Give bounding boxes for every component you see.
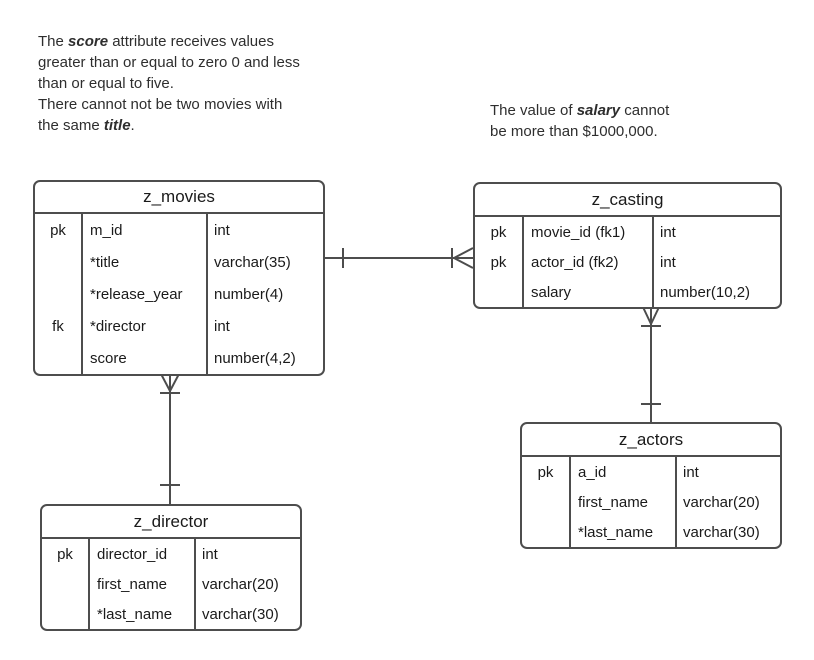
note-text: than or equal to five. bbox=[38, 75, 174, 92]
key-cell bbox=[475, 277, 522, 307]
note-text: attribute receives values bbox=[108, 33, 274, 50]
table-title: z_director bbox=[42, 506, 300, 539]
attribute-cell: director_id bbox=[88, 539, 194, 569]
key-cell bbox=[522, 487, 569, 517]
attribute-cell: actor_id (fk2) bbox=[522, 247, 652, 277]
type-cell: number(4) bbox=[206, 278, 323, 310]
key-cell bbox=[42, 599, 88, 629]
type-cell: int bbox=[652, 217, 780, 247]
attribute-cell: *title bbox=[81, 246, 206, 278]
key-cell bbox=[42, 569, 88, 599]
type-cell: varchar(20) bbox=[194, 569, 300, 599]
note-line: The score attribute receives values bbox=[38, 31, 300, 52]
table-row: pk actor_id (fk2)int bbox=[475, 247, 780, 277]
key-cell: pk bbox=[490, 223, 507, 241]
attribute-cell: a_id bbox=[569, 457, 675, 487]
note-emphasized-text: title bbox=[103, 117, 131, 134]
table-title: z_movies bbox=[35, 182, 323, 214]
note-text: be more than $1000,000. bbox=[490, 123, 658, 140]
note-score-title-constraint[interactable]: The score attribute receives values great… bbox=[38, 31, 300, 136]
note-line: the same title. bbox=[38, 115, 300, 136]
attribute-cell: salary bbox=[522, 277, 652, 307]
key-cell: fk bbox=[52, 317, 64, 335]
attribute-cell: movie_id (fk1) bbox=[522, 217, 652, 247]
type-cell: varchar(30) bbox=[675, 517, 780, 547]
key-cell: pk bbox=[537, 463, 554, 481]
key-cell bbox=[522, 517, 569, 547]
type-cell: int bbox=[194, 539, 300, 569]
note-line: be more than $1000,000. bbox=[490, 121, 669, 142]
note-text: There cannot not be two movies with bbox=[38, 96, 283, 113]
attribute-cell: first_name bbox=[88, 569, 194, 599]
attribute-cell: *last_name bbox=[569, 517, 675, 547]
type-cell: int bbox=[675, 457, 780, 487]
table-title: z_casting bbox=[475, 184, 780, 217]
note-text: cannot bbox=[620, 102, 670, 119]
note-emphasized-text: score bbox=[68, 33, 109, 50]
attribute-cell: *director bbox=[81, 310, 206, 342]
key-cell: pk bbox=[57, 545, 73, 563]
key-cell: pk bbox=[490, 253, 507, 271]
type-cell: int bbox=[652, 247, 780, 277]
connector-actors-casting[interactable] bbox=[641, 304, 661, 422]
attribute-cell: score bbox=[81, 342, 206, 374]
attribute-cell: first_name bbox=[569, 487, 675, 517]
note-salary-constraint[interactable]: The value of salary cannot be more than $… bbox=[490, 100, 669, 142]
type-cell: int bbox=[206, 214, 323, 246]
key-cell bbox=[35, 278, 81, 310]
connector-movies-casting[interactable] bbox=[325, 247, 474, 269]
type-cell: varchar(30) bbox=[194, 599, 300, 629]
note-text: greater than or equal to zero 0 and less bbox=[38, 54, 300, 71]
key-cell: pk bbox=[50, 221, 66, 239]
type-cell: number(10,2) bbox=[652, 277, 780, 307]
attribute-cell: *release_year bbox=[81, 278, 206, 310]
note-line: There cannot not be two movies with bbox=[38, 94, 300, 115]
table-row: pk movie_id (fk1)int bbox=[475, 217, 780, 247]
key-cell bbox=[35, 342, 81, 374]
note-line: greater than or equal to zero 0 and less bbox=[38, 52, 300, 73]
note-line: The value of salary cannot bbox=[490, 100, 669, 121]
note-text: The value of bbox=[490, 102, 577, 119]
note-line: than or equal to five. bbox=[38, 73, 300, 94]
type-cell: number(4,2) bbox=[206, 342, 323, 374]
connector-segment bbox=[453, 257, 474, 269]
connector-director-movies[interactable] bbox=[159, 371, 181, 504]
attribute-cell: *last_name bbox=[88, 599, 194, 629]
key-cell bbox=[35, 246, 81, 278]
note-emphasized-text: salary bbox=[576, 102, 621, 119]
table-title: z_actors bbox=[522, 424, 780, 457]
type-cell: varchar(35) bbox=[206, 246, 323, 278]
note-text: the same bbox=[38, 117, 104, 134]
attribute-cell: m_id bbox=[81, 214, 206, 246]
type-cell: varchar(20) bbox=[675, 487, 780, 517]
connector-segment bbox=[453, 247, 474, 259]
type-cell: int bbox=[206, 310, 323, 342]
note-text: . bbox=[130, 117, 135, 134]
note-text: The bbox=[38, 33, 69, 50]
